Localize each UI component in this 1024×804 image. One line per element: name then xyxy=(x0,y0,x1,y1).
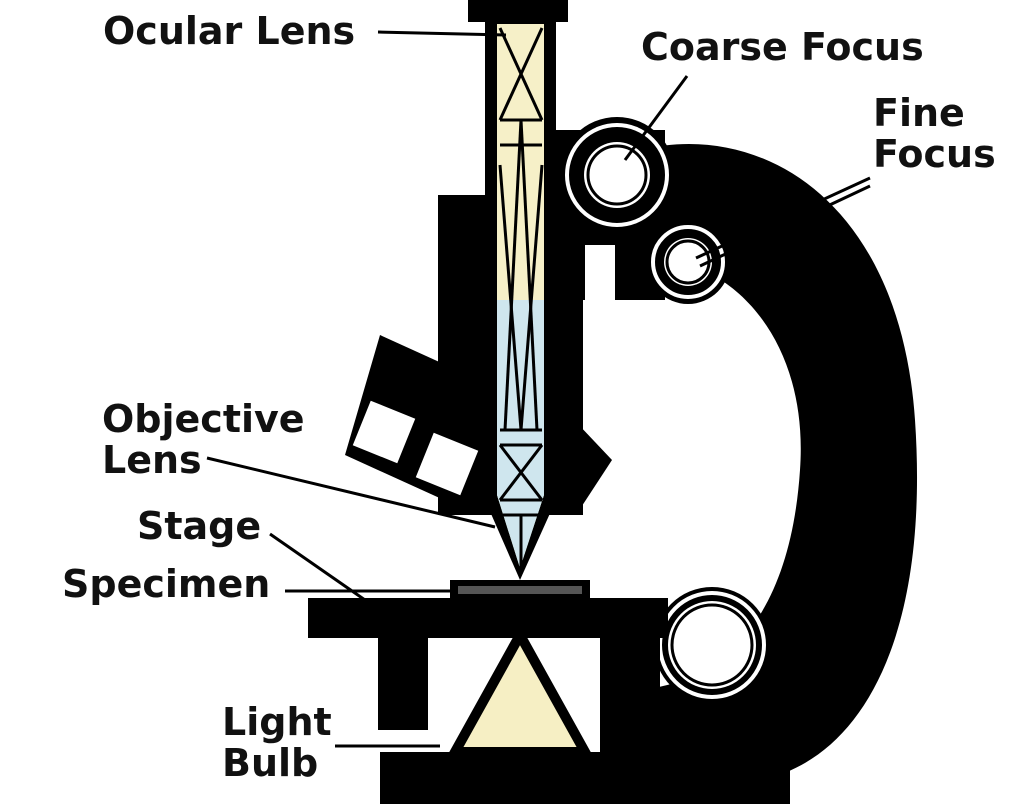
label-fine-focus-line2: Focus xyxy=(873,132,996,176)
coarse-focus-knob xyxy=(559,117,675,233)
nosepiece-left xyxy=(345,335,490,505)
pillar xyxy=(600,636,660,766)
label-specimen: Specimen xyxy=(62,562,271,606)
label-fine-focus-line1: Fine xyxy=(873,91,965,135)
label-light-bulb-line2: Bulb xyxy=(222,741,319,785)
leader-lines xyxy=(206,30,871,748)
microscope-arm xyxy=(600,143,918,780)
base-knob xyxy=(654,587,770,703)
label-ocular-lens: Ocular Lens xyxy=(103,9,356,53)
light-cone xyxy=(446,624,594,757)
arm-notch xyxy=(585,245,615,300)
label-objective-lens-line2: Lens xyxy=(102,438,202,482)
specimen-slide-highlight xyxy=(458,586,582,594)
microscope-base xyxy=(380,752,790,804)
fine-focus-knob xyxy=(646,220,730,304)
leader-fine-focus-a xyxy=(695,176,871,260)
stage-support-left xyxy=(378,636,428,730)
leader-fine-focus-b xyxy=(699,184,871,268)
leader-stage xyxy=(269,532,366,602)
label-light-bulb-line1: Light xyxy=(222,700,332,744)
label-stage: Stage xyxy=(137,504,262,548)
leader-coarse-focus xyxy=(623,75,689,161)
label-objective-lens-line1: Objective xyxy=(102,397,305,441)
stage-platform xyxy=(308,598,668,638)
label-coarse-focus: Coarse Focus xyxy=(641,25,924,69)
leader-ocular-lens xyxy=(377,30,507,37)
leader-objective-lens xyxy=(206,456,496,529)
light-rays xyxy=(498,27,544,570)
